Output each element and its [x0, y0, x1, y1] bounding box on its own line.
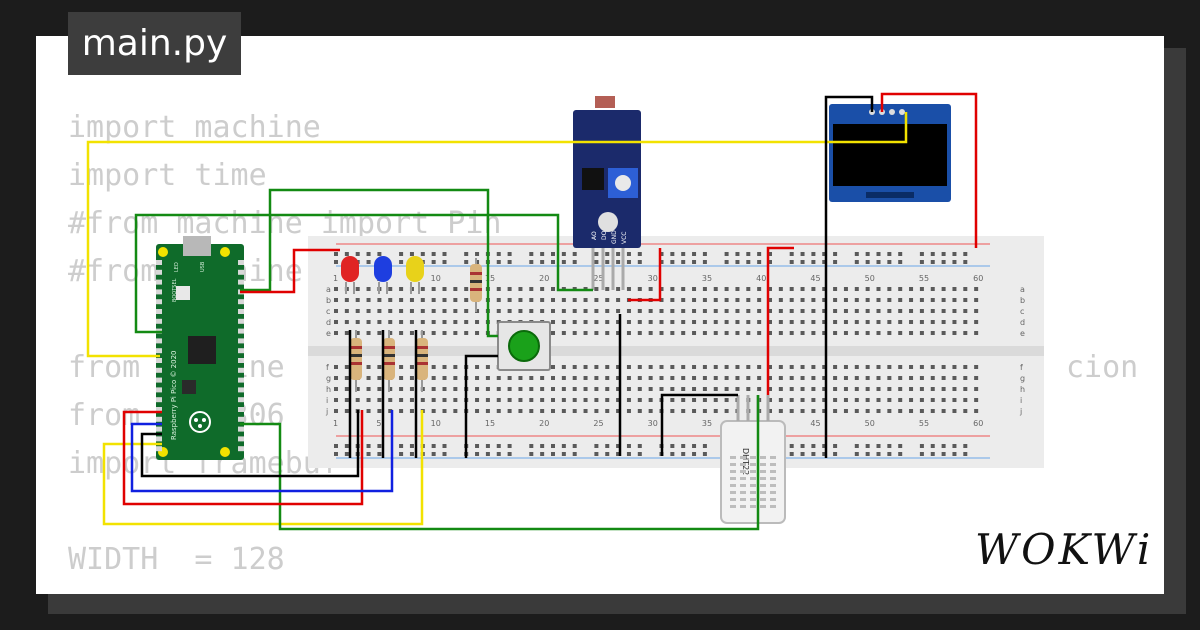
column-number: 1: [333, 274, 338, 283]
column-number: 50: [865, 419, 875, 428]
code-line: import time: [68, 158, 267, 193]
column-number: 60: [973, 419, 983, 428]
wire-red: [766, 246, 794, 395]
row-letter: i: [1020, 396, 1022, 405]
led-red[interactable]: [341, 256, 359, 294]
column-number: 35: [702, 274, 712, 283]
resistor[interactable]: [350, 330, 362, 392]
led-yellow[interactable]: [406, 256, 424, 294]
row-letter: e: [1020, 329, 1025, 338]
row-letter: g: [326, 374, 331, 383]
column-number: 20: [539, 274, 549, 283]
row-letter: a: [326, 285, 331, 294]
column-number: 25: [593, 274, 603, 283]
wire-black: [140, 410, 360, 478]
file-tab[interactable]: main.py: [68, 12, 241, 75]
code-line: import machine: [68, 110, 321, 145]
row-letter: b: [326, 296, 331, 305]
code-fragment-right: cion: [1066, 350, 1139, 385]
column-number: 55: [919, 274, 929, 283]
column-number: 35: [702, 419, 712, 428]
row-letter: e: [326, 329, 331, 338]
column-number: 10: [431, 419, 441, 428]
wire-green: [240, 188, 498, 338]
ldr-pin-gnd: GND: [611, 230, 618, 244]
pico-usb-label: USB: [200, 261, 206, 272]
row-letter: b: [1020, 296, 1025, 305]
wire-red: [122, 410, 364, 506]
column-number: 5: [376, 419, 381, 428]
ldr-pin-ao: AO: [591, 231, 598, 240]
wokwi-logo: WOKWi: [975, 525, 1154, 574]
column-number: 40: [756, 274, 766, 283]
raspberry-pi-pico[interactable]: Raspberry Pi Pico © 2020 LED USB BOOTSEL: [156, 236, 244, 460]
column-number: 30: [648, 274, 658, 283]
wire-black: [824, 95, 874, 458]
oled-display[interactable]: [829, 104, 951, 202]
dht22-label: DHT22: [741, 448, 750, 475]
wire-red: [880, 92, 978, 248]
light-sensor-module[interactable]: AO DO GND VCC: [573, 96, 641, 290]
wire-red: [628, 248, 662, 302]
wire-black: [464, 354, 498, 458]
wires: [86, 92, 978, 531]
code-line: HEIGHT = 64: [68, 584, 501, 594]
column-number: 15: [485, 274, 495, 283]
wire-blue: [130, 410, 394, 493]
ldr-pin-vcc: VCC: [621, 232, 628, 244]
row-letter: h: [1020, 385, 1025, 394]
wire-green: [134, 213, 593, 334]
column-number: 55: [919, 419, 929, 428]
row-letter: j: [325, 407, 328, 416]
resistor[interactable]: [470, 258, 482, 312]
resistor[interactable]: [383, 330, 395, 392]
ldr-pin-do: DO: [601, 230, 608, 240]
row-letter: c: [326, 307, 330, 316]
column-number: 30: [648, 419, 658, 428]
column-number: 1: [333, 419, 338, 428]
resistor[interactable]: [416, 330, 428, 392]
row-letter: a: [1020, 285, 1025, 294]
code-line: #from machine import Pin: [68, 206, 502, 241]
wire-black: [660, 393, 738, 456]
raspberry-logo-icon: [189, 411, 211, 433]
push-button[interactable]: [497, 321, 551, 371]
column-number: 10: [431, 274, 441, 283]
row-letter: c: [1020, 307, 1024, 316]
pico-bootsel-label: BOOTSEL: [172, 278, 178, 302]
column-number: 15: [485, 419, 495, 428]
row-letter: h: [326, 385, 331, 394]
code-line: WIDTH = 128: [68, 542, 285, 577]
wire-red: [240, 248, 340, 294]
wire-yellow: [86, 112, 908, 358]
column-number: 50: [865, 274, 875, 283]
row-letter: i: [326, 396, 328, 405]
row-letter: d: [1020, 318, 1025, 327]
row-letter: f: [326, 363, 329, 372]
column-number: 60: [973, 274, 983, 283]
pico-silk-label: Raspberry Pi Pico © 2020: [170, 351, 178, 441]
row-letter: f: [1020, 363, 1023, 372]
column-number: 45: [810, 274, 820, 283]
pico-led-label: LED: [174, 262, 180, 272]
row-letter: j: [1019, 407, 1022, 416]
row-letter: d: [326, 318, 331, 327]
led-blue[interactable]: [374, 256, 392, 294]
column-number: 25: [593, 419, 603, 428]
column-number: 45: [810, 419, 820, 428]
wire-green: [240, 395, 760, 531]
column-numbers: 1155101015152020252530303535404045455050…: [333, 274, 983, 428]
row-letter: g: [1020, 374, 1025, 383]
column-number: 20: [539, 419, 549, 428]
dht22-sensor[interactable]: DHT22: [720, 395, 786, 524]
